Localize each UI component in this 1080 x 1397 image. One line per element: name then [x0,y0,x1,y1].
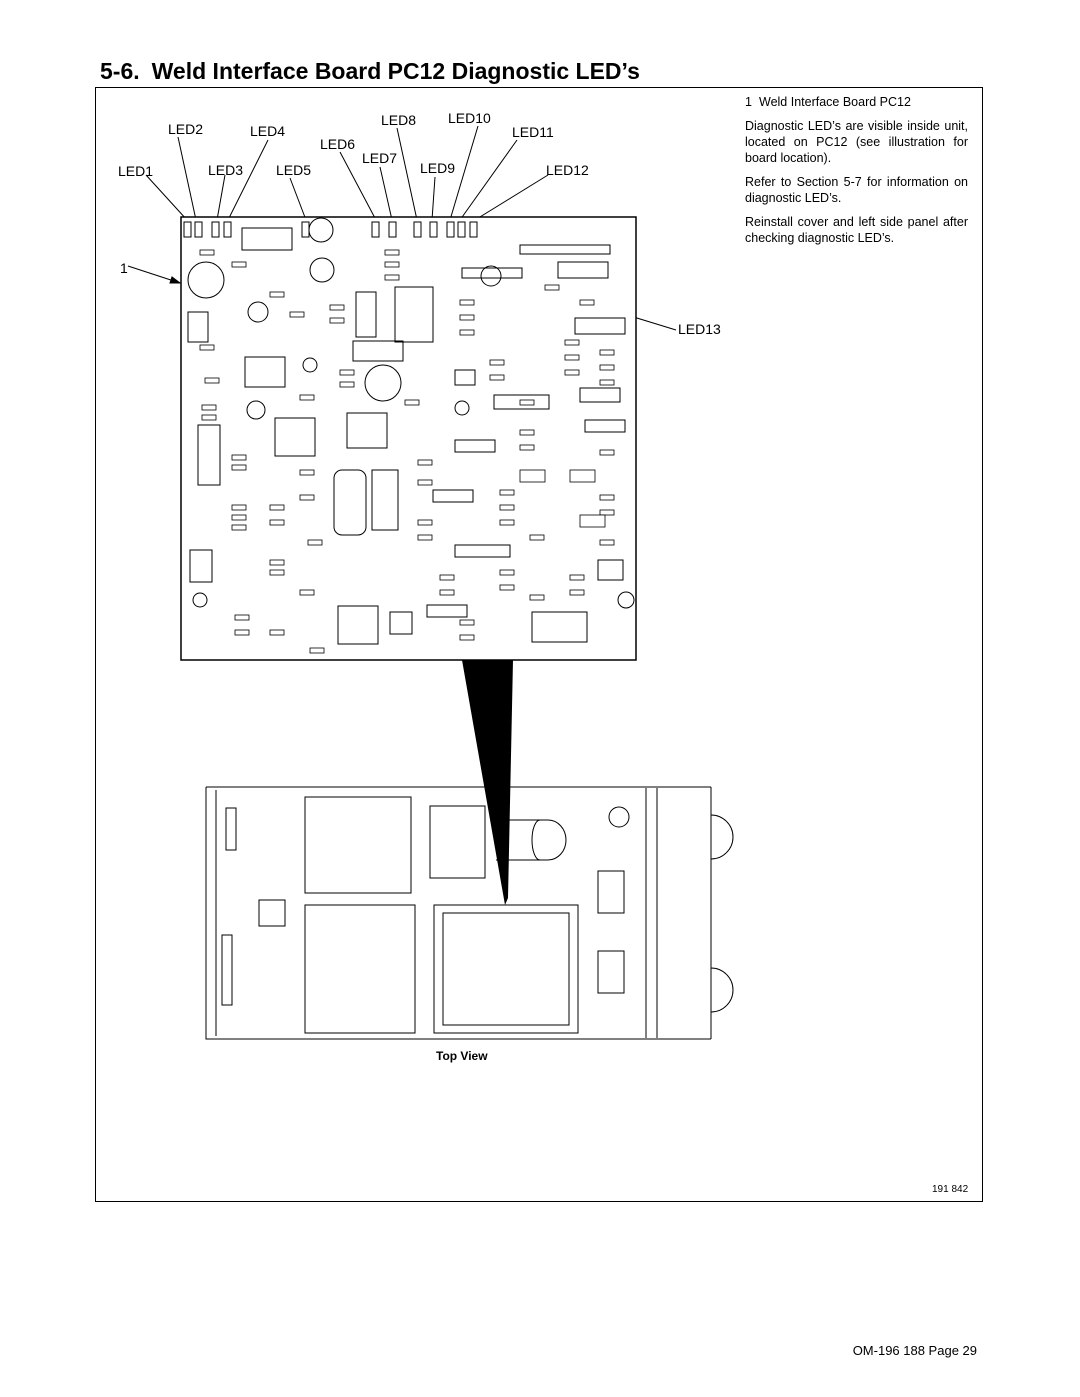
sidebar-notes: 1 Weld Interface Board PC12 Diagnostic LE… [745,94,968,254]
led13-label: LED13 [678,321,721,337]
figure-frame [95,87,983,1202]
led5-label: LED5 [276,162,312,178]
led6-label: LED6 [320,136,356,152]
led4-label: LED4 [250,123,286,139]
page-footer: OM-196 188 Page 29 [852,1343,977,1358]
note-paragraph-3: Reinstall cover and left side panel afte… [745,215,968,245]
led1-label: LED1 [118,163,154,179]
led12-label: LED12 [546,162,589,178]
led7-label: LED7 [362,150,398,166]
note-paragraph-2: Refer to Section 5-7 for information on … [745,175,968,205]
led3-label: LED3 [208,162,244,178]
item-label: Weld Interface Board PC12 [759,95,911,109]
led11-label: LED11 [512,124,554,140]
item-number: 1 [745,95,752,109]
note-paragraph-1: Diagnostic LED’s are visible inside unit… [745,119,968,165]
section-number: 5-6. [100,58,140,84]
led10-label: LED10 [448,110,491,126]
led8-label: LED8 [381,112,417,128]
pc12-circuit-board [180,216,637,661]
top-view-label: Top View [436,1049,488,1063]
section-title: 5-6. Weld Interface Board PC12 Diagnostic… [100,58,640,85]
item-1: 1 Weld Interface Board PC12 [745,94,968,110]
figure-number: 191 842 [932,1184,969,1195]
section-title-text: Weld Interface Board PC12 Diagnostic LED… [151,58,640,84]
unit-top-view [205,786,734,1040]
led2-label: LED2 [168,121,204,137]
pointer-wedge [462,660,513,905]
callout-1: 1 [120,260,128,276]
led9-label: LED9 [420,160,456,176]
